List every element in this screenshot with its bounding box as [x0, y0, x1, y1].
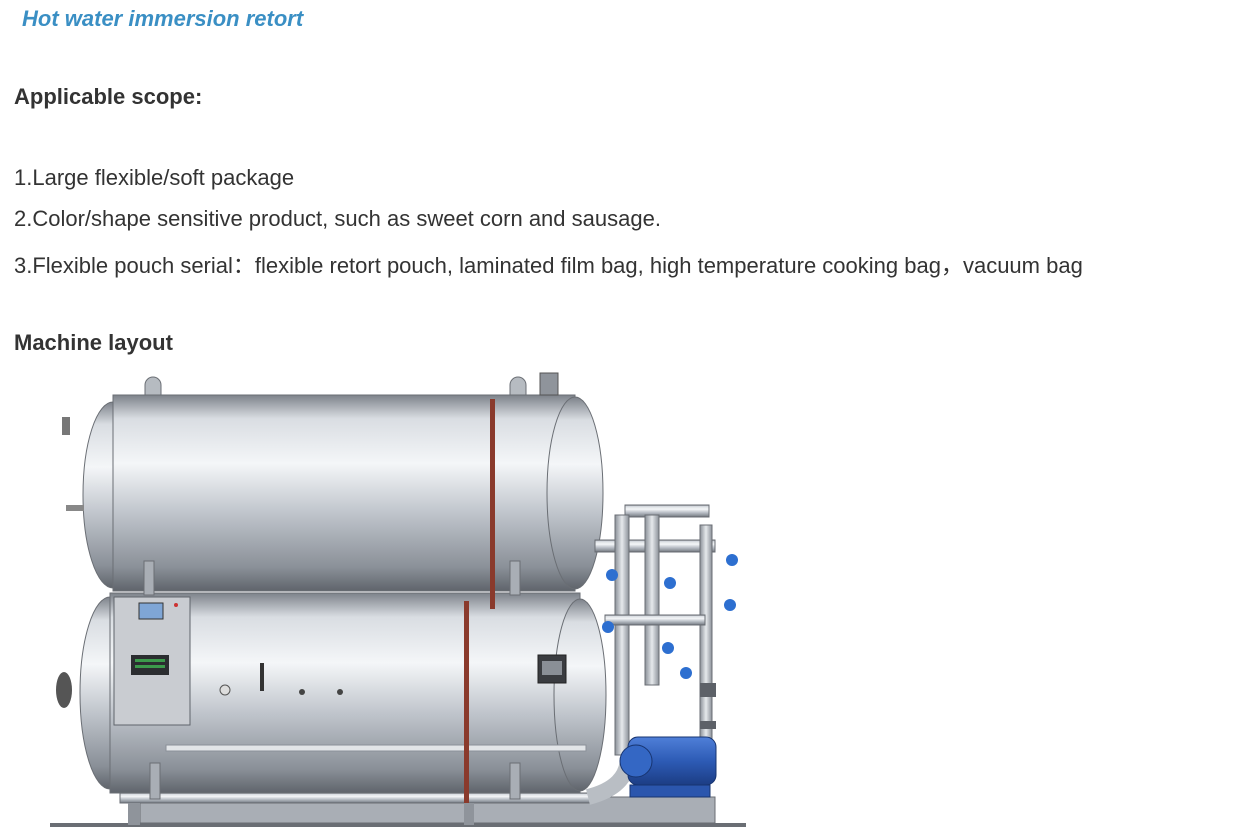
- scope-item-1: 1.Large flexible/soft package: [14, 165, 295, 190]
- layout-heading: Machine layout: [14, 330, 173, 355]
- upper-tank: [62, 372, 604, 592]
- page-title: Hot water immersion retort: [22, 6, 304, 31]
- scope-item-3: 3.Flexible pouch serial：flexible retort …: [14, 253, 1083, 278]
- retort-machine-illustration: [50, 372, 746, 827]
- scope-heading: Applicable scope:: [14, 84, 203, 109]
- base-frame: [50, 792, 746, 827]
- scope-item-2: 2.Color/shape sensitive product, such as…: [14, 206, 661, 231]
- piping: [585, 504, 738, 805]
- water-pump: [619, 736, 717, 798]
- control-panel: [113, 596, 191, 726]
